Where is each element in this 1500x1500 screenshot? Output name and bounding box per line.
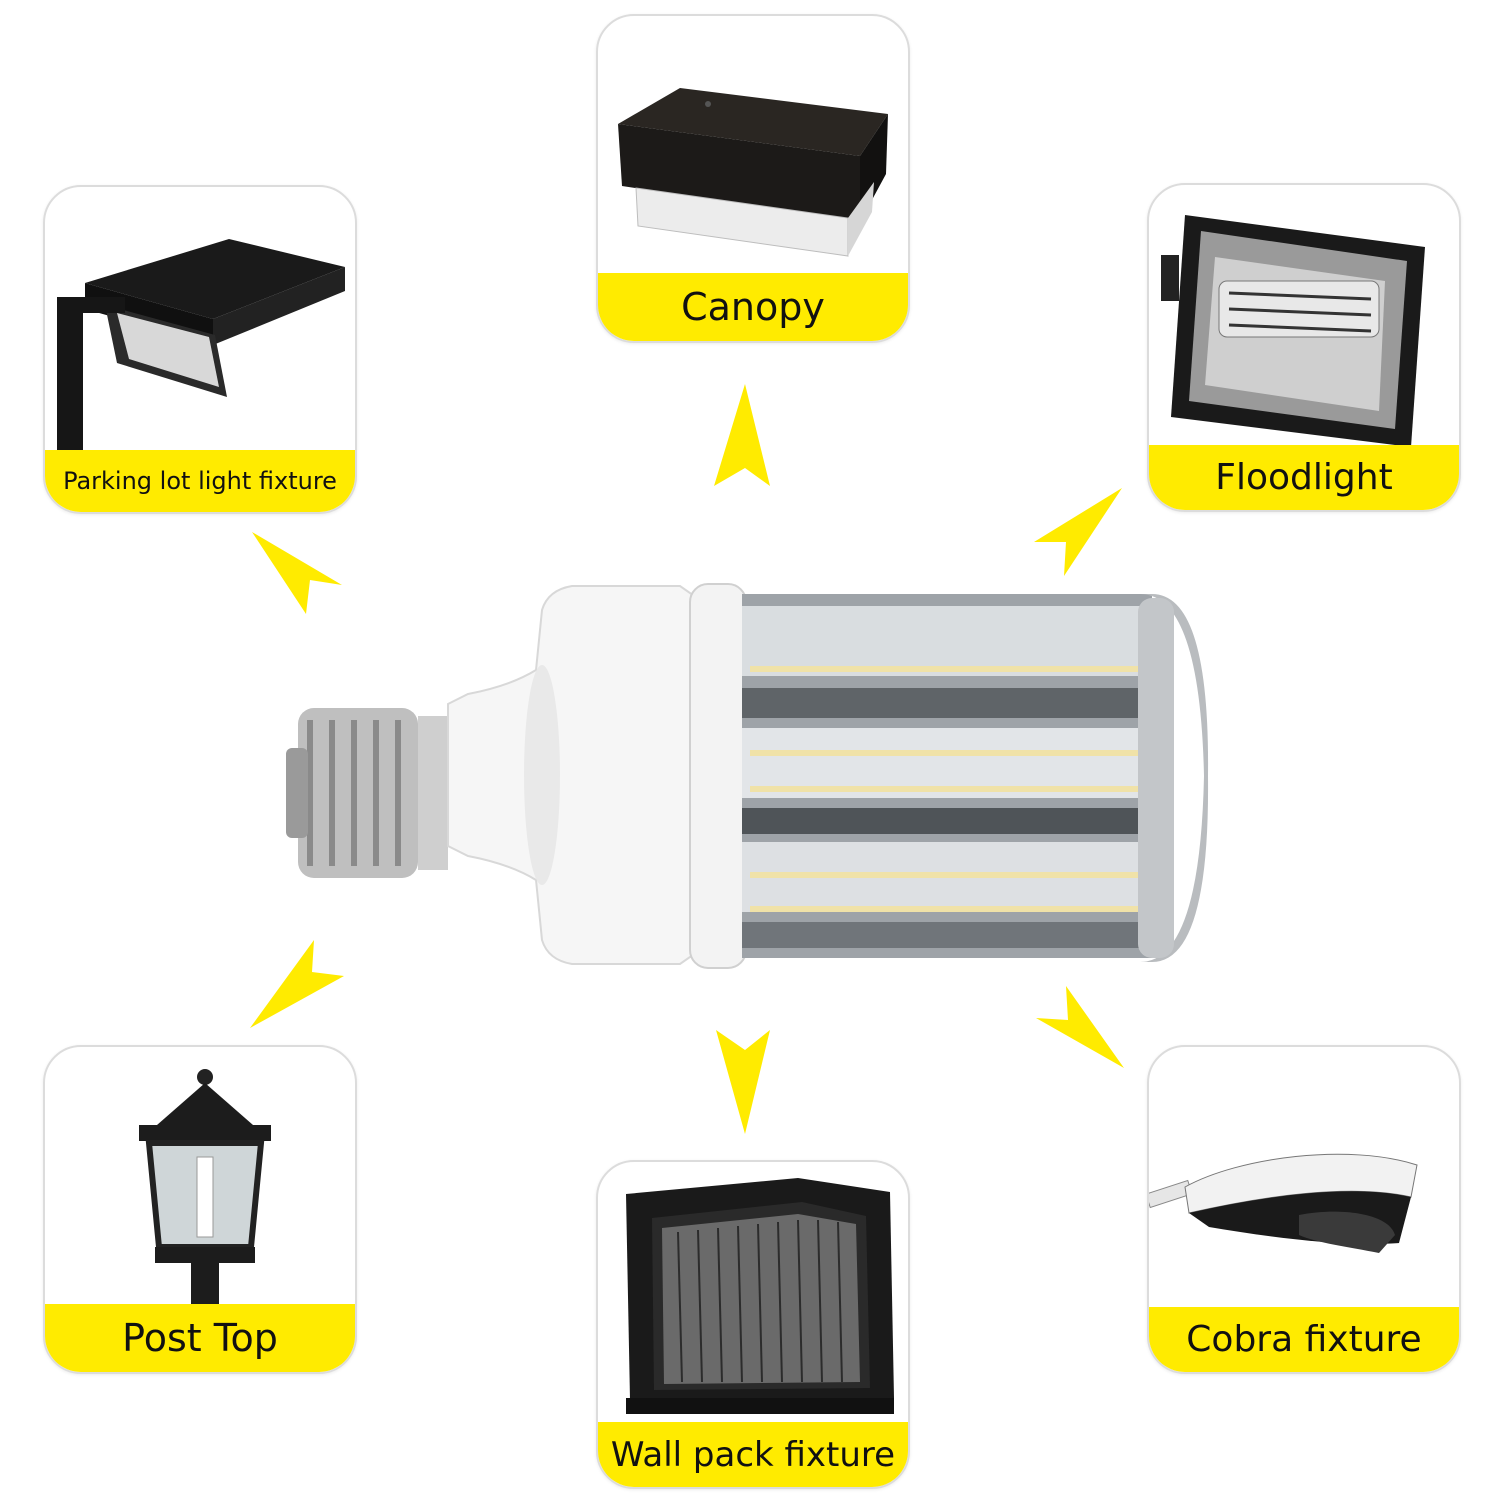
lamp-collar-ring <box>689 583 747 969</box>
fixture-card-floodlight: Floodlight <box>1147 183 1461 512</box>
arrow-up-right-icon <box>1034 488 1122 576</box>
arrow-down-left-icon <box>250 940 344 1028</box>
fixture-card-canopy: Canopy <box>596 14 910 343</box>
lamp-driver-housing <box>447 585 701 965</box>
lamp-led-body <box>742 594 1152 958</box>
fixture-card-wall-pack: Wall pack fixture <box>596 1160 910 1489</box>
fixture-label-cobra: Cobra fixture <box>1149 1307 1459 1372</box>
arrow-down-icon <box>716 1030 770 1134</box>
fixture-label-wall-pack: Wall pack fixture <box>598 1422 908 1487</box>
fixture-label-floodlight: Floodlight <box>1149 445 1459 510</box>
floodlight-icon <box>1161 215 1425 447</box>
cobra-head-light-icon <box>1149 1153 1418 1253</box>
arrow-down-right-icon <box>1036 986 1124 1068</box>
arrow-up-left-icon <box>252 532 342 614</box>
fixture-card-parking-lot: Parking lot light fixture <box>43 185 357 514</box>
fixture-label-post-top: Post Top <box>45 1304 355 1372</box>
arrow-up-icon <box>714 384 770 486</box>
parking-lot-light-icon <box>57 239 345 457</box>
fixture-label-parking-lot: Parking lot light fixture <box>45 450 355 512</box>
canopy-light-icon <box>618 88 888 257</box>
wall-pack-light-icon <box>626 1178 894 1414</box>
led-corn-lamp-illustration <box>286 583 1209 969</box>
fixture-label-canopy: Canopy <box>598 273 908 341</box>
post-top-lantern-icon <box>139 1069 271 1317</box>
fixture-card-post-top: Post Top <box>43 1045 357 1374</box>
fixture-card-cobra: Cobra fixture <box>1147 1045 1461 1374</box>
lamp-screw-base <box>286 708 448 878</box>
